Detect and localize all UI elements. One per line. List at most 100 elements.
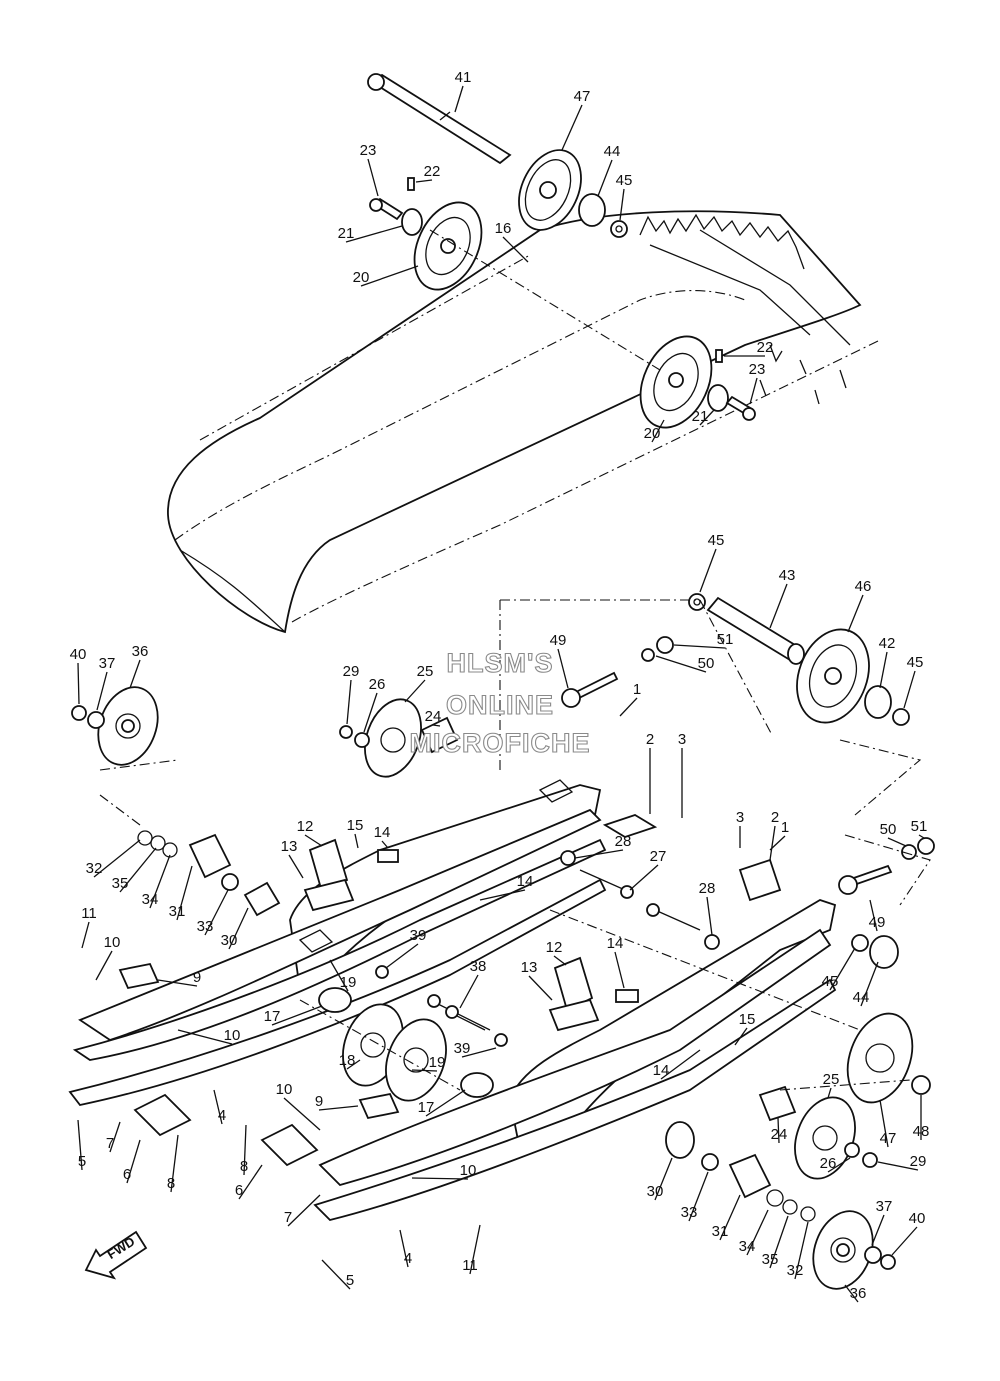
callout-leader [688,1171,709,1222]
collar-21-mid [707,384,729,412]
callout-leader [502,236,529,263]
callout-number: 42 [879,635,896,652]
left-nut-40 [71,705,87,721]
callout-number: 33 [197,918,214,935]
collar-21-top [401,208,423,236]
rings-34-35-32 [766,1189,816,1222]
callout-leader [619,188,625,221]
callout-number: 51 [717,631,734,648]
callout-leader [119,847,157,893]
callout-number: 47 [880,1130,897,1147]
callout-number: 51 [911,818,928,835]
callout-leader [454,85,464,113]
callout-number: 45 [708,532,725,549]
callout-leader [844,1284,859,1303]
callout-leader [346,679,352,725]
callout-leader [769,825,776,861]
washers-28 [560,850,720,950]
callout-number: 22 [757,339,774,356]
callout-number: 30 [647,1183,664,1200]
callout-number: 24 [425,708,442,725]
wheel-47-right [846,1012,914,1104]
axle-43 [706,596,805,665]
callout-leader [404,679,426,703]
callout-number: 41 [455,69,472,86]
callout-leader [574,849,624,859]
callout-number: 28 [615,833,632,850]
callout-number: 37 [876,1198,893,1215]
callout-leader [109,1121,121,1153]
callout-number: 39 [454,1040,471,1057]
callout-leader [903,670,916,709]
callout-number: 50 [698,655,715,672]
nut-40-right [880,1254,896,1270]
callout-leader [794,1221,809,1280]
callout-leader [411,1069,438,1072]
callout-leader [706,896,713,936]
callout-leader [204,889,229,936]
callout-number: 22 [424,163,441,180]
callout-leader [354,833,359,849]
slider-31-right [728,1153,772,1199]
nut-48 [911,1075,931,1095]
callout-leader [871,1214,885,1246]
bolt-27 [579,869,701,931]
callout-number: 36 [850,1285,867,1302]
callout-number: 49 [869,914,886,931]
callout-leader [126,1139,141,1184]
callout-leader [318,1105,359,1111]
callout-number: 32 [86,860,103,877]
clip-14-left [377,849,399,863]
callout-leader [827,1157,851,1173]
callout-number: 37 [99,655,116,672]
callout-number: 32 [787,1262,804,1279]
callout-number: 12 [546,939,563,956]
callout-number: 11 [462,1257,478,1274]
callout-number: 29 [343,663,360,680]
callout-leader [629,864,659,891]
callout-leader [177,1029,233,1045]
callout-leader [176,865,193,921]
callout-leader [459,974,479,1009]
callout-number: 7 [284,1209,292,1226]
callout-leader [749,377,758,405]
callout-leader [321,1259,351,1290]
callout-number: 10 [460,1162,477,1179]
callout-leader [918,834,925,839]
callout-number: 35 [112,875,129,892]
callout-number: 17 [264,1008,281,1025]
callout-leader [238,1164,263,1200]
bolt-23-top [369,197,404,221]
callout-number: 13 [521,959,538,976]
callout-number: 15 [739,1011,756,1028]
washer-45-top [610,220,628,238]
callout-leader [170,1134,179,1193]
callout-leader [553,955,567,966]
callout-number: 30 [221,932,238,949]
callout-leader [777,1117,780,1144]
callout-leader [157,979,198,987]
callout-number: 21 [338,225,355,242]
callout-number: 6 [123,1166,131,1183]
callout-number: 1 [633,681,641,698]
bracket-12-left [303,838,355,912]
callout-number: 31 [712,1223,729,1240]
bolt-38 [427,994,491,1031]
callout-leader [469,1224,481,1275]
callout-number: 11 [81,905,97,922]
idler-wheel-20-mid [639,335,713,429]
nut-29-right [862,1152,878,1168]
watermark-line-3: MICROFICHE [410,728,591,758]
washer-37-right [864,1246,882,1264]
callout-number: 14 [517,873,534,890]
callout-number: 26 [820,1155,837,1172]
callout-number: 25 [417,663,434,680]
callout-number: 1 [781,819,789,836]
bolt-23-mid [725,395,756,421]
callout-leader [877,1161,919,1171]
callout-number: 29 [910,1153,927,1170]
callout-leader [829,947,856,991]
callout-leader [660,1049,701,1080]
callout-number: 2 [646,731,654,748]
callout-leader [699,548,717,593]
